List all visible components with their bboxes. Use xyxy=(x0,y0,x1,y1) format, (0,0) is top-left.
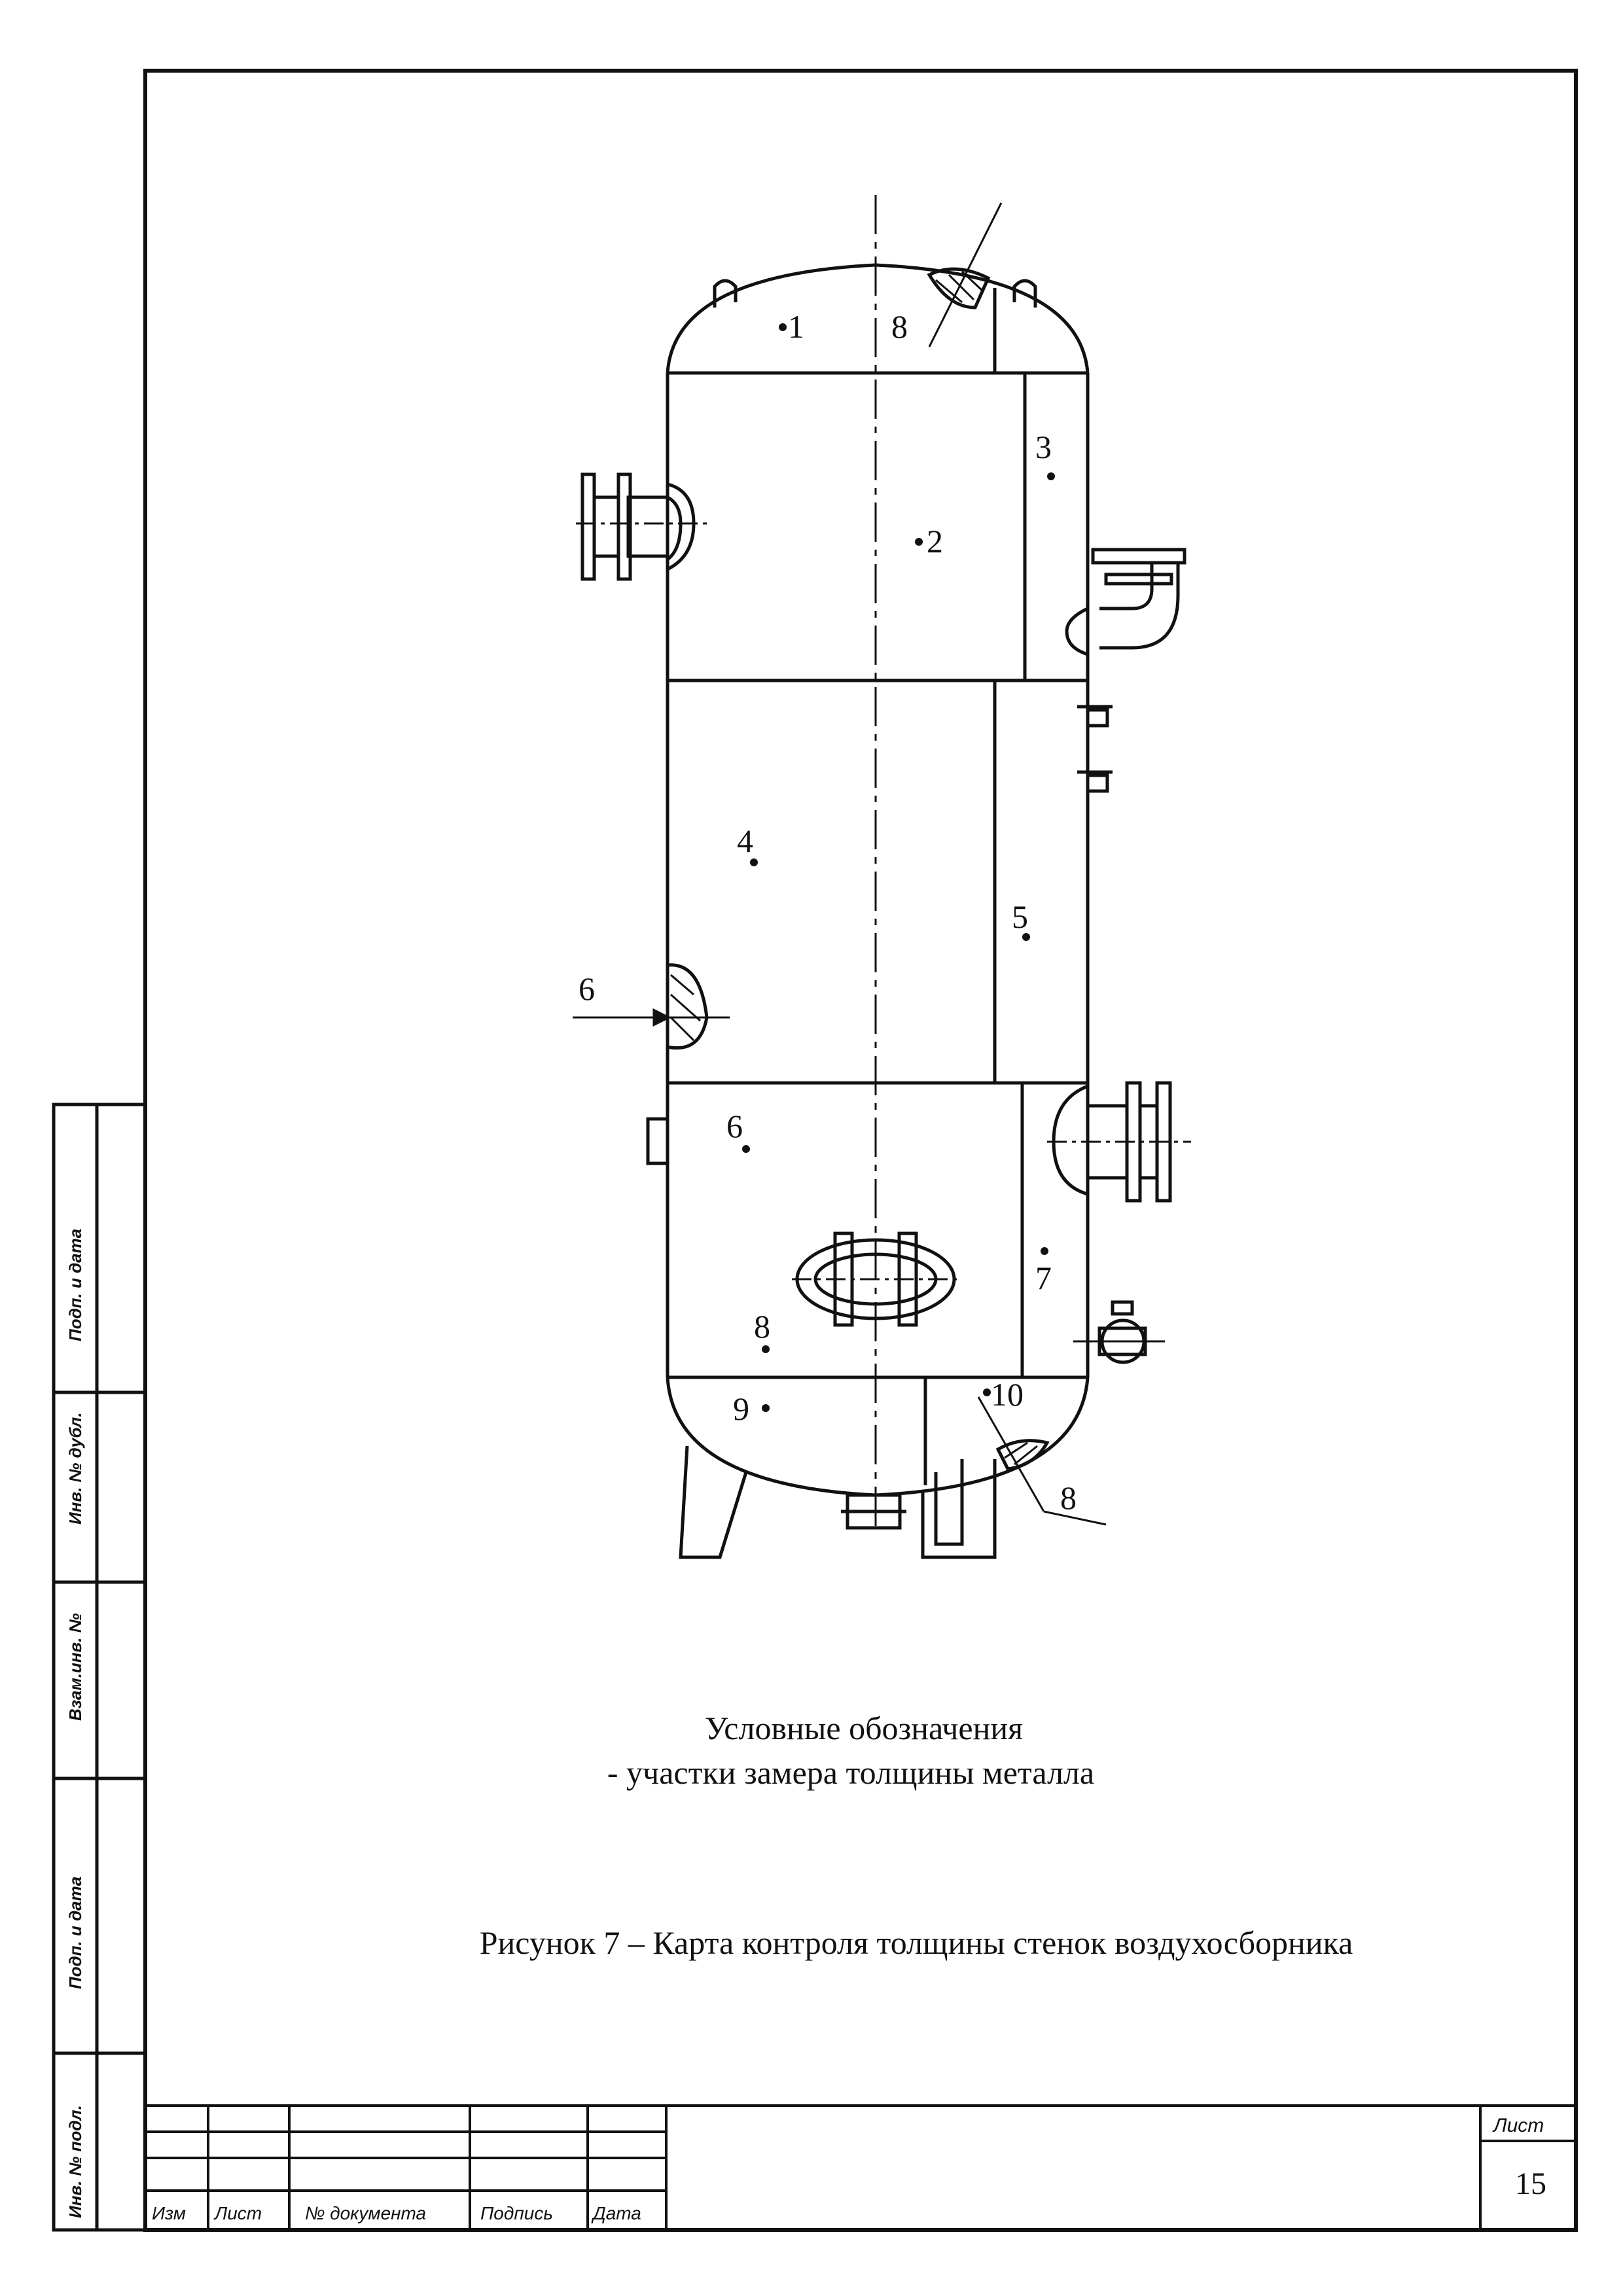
marker-8: 8 xyxy=(754,1308,770,1345)
marker-7: 7 xyxy=(1035,1260,1052,1296)
title-block xyxy=(145,2104,1576,2230)
title-col-date: Дата xyxy=(591,2203,641,2223)
point-10 xyxy=(983,1388,991,1396)
marker-1: 1 xyxy=(788,308,804,345)
vessel-drawing xyxy=(573,195,1191,1559)
point-8 xyxy=(762,1345,770,1353)
title-col-doc: № документа xyxy=(305,2203,426,2223)
marker-10: 10 xyxy=(991,1376,1024,1413)
point-6 xyxy=(742,1145,750,1153)
marker-4: 4 xyxy=(737,822,753,859)
figure-caption: Рисунок 7 – Карта контроля толщины стено… xyxy=(479,1924,1353,1961)
marker-6: 6 xyxy=(726,1108,743,1144)
sheet-label: Лист xyxy=(1492,2115,1544,2136)
marker-6-left: 6 xyxy=(579,970,595,1007)
point-1 xyxy=(779,323,787,331)
title-col-sign: Подпись xyxy=(480,2203,553,2223)
point-9 xyxy=(762,1404,770,1412)
point-7 xyxy=(1041,1247,1048,1255)
title-col-list: Лист xyxy=(213,2203,262,2223)
title-col-izm: Изм xyxy=(152,2203,186,2223)
sheet-frame xyxy=(143,69,1578,2232)
stamp-label-sign-date-1: Подп. и дата xyxy=(65,1229,85,1341)
marker-2: 2 xyxy=(927,523,943,559)
marker-3: 3 xyxy=(1035,429,1052,465)
point-3 xyxy=(1047,472,1055,480)
marker-5: 5 xyxy=(1012,898,1028,935)
legend-text: - участки замера толщины металла xyxy=(607,1754,1095,1791)
point-2 xyxy=(915,538,923,546)
measurement-points xyxy=(742,323,1055,1412)
side-stamp xyxy=(52,1103,147,2232)
marker-9: 9 xyxy=(733,1390,749,1427)
sheet-number: 15 xyxy=(1515,2166,1546,2201)
stamp-label-replace-inv: Взам.инв. № xyxy=(65,1613,85,1721)
stamp-label-sign-date-2: Подп. и дата xyxy=(65,1877,85,1989)
stamp-label-dup-inv: Инв. № дубл. xyxy=(65,1412,85,1525)
marker-8-top: 8 xyxy=(891,308,908,345)
marker-8-bottom: 8 xyxy=(1060,1479,1077,1516)
legend-title: Условные обозначения xyxy=(704,1710,1024,1746)
stamp-label-orig-inv: Инв. № подл. xyxy=(65,2105,85,2218)
point-5 xyxy=(1022,933,1030,941)
point-4 xyxy=(750,858,758,866)
